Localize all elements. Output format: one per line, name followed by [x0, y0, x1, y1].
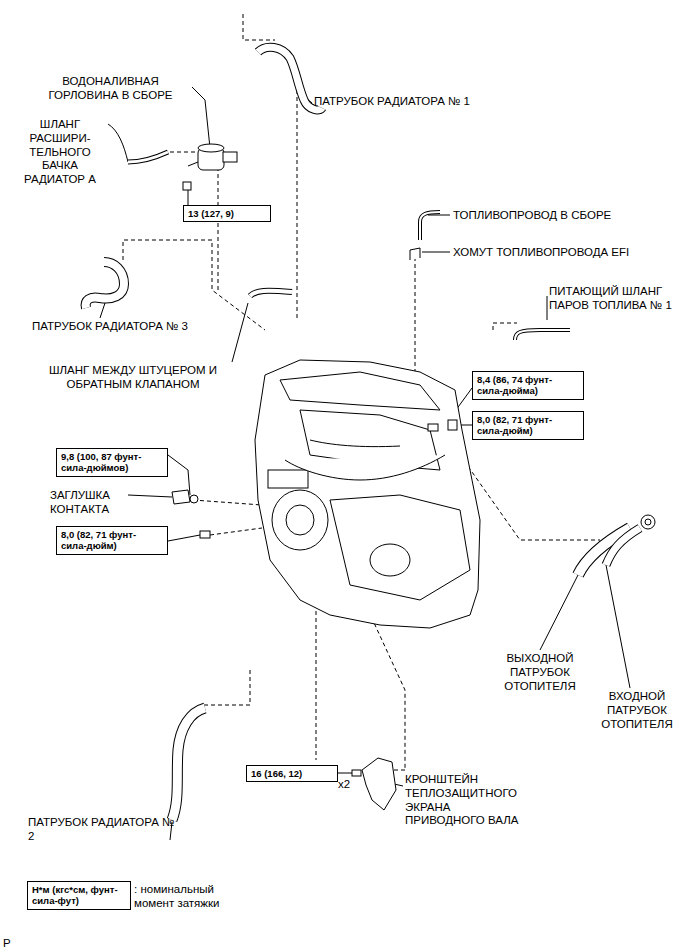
- torque-box: 8,0 (82, 71 фунт- сила-дюйм): [56, 526, 168, 555]
- part-name: ХОМУТ ТОПЛИВОПРОВОДА EFI: [453, 246, 629, 260]
- part-name: ПАТРУБОК РАДИАТОРА № 2: [28, 816, 178, 844]
- torque-value: Н*м (кгс*см, фунт-сила-фут): [32, 884, 126, 907]
- torque-box: 8,0 (82, 71 фунт- сила-дюйм): [472, 411, 584, 440]
- part-name: ВОДОНАЛИВНАЯ ГОРЛОВИНА В СБОРЕ: [38, 75, 183, 103]
- part-name: ПИТАЮЩИЙ ШЛАНГ ПАРОВ ТОПЛИВА № 1: [549, 285, 685, 313]
- part-name: ВХОДНОЙ ПАТРУБОК ОТОПИТЕЛЯ: [590, 690, 684, 731]
- legend-note: : номинальный момент затяжки: [134, 883, 239, 911]
- torque-value: 13 (127, 9): [188, 208, 266, 219]
- torque-box: 16 (166, 12): [246, 765, 338, 782]
- part-name: ШЛАНГ МЕЖДУ ШТУЦЕРОМ И ОБРАТНЫМ КЛАПАНОМ: [28, 364, 238, 392]
- torque-box: 9,8 (100, 87 фунт- сила-дюймов): [56, 448, 168, 477]
- part-name: ПАТРУБОК РАДИАТОРА № 3: [32, 320, 188, 334]
- legend-box: Н*м (кгс*см, фунт-сила-фут): [27, 881, 131, 910]
- page-mark: P: [3, 937, 11, 951]
- part-name: ШЛАНГ РАСШИРИ- ТЕЛЬНОГО БАЧКА РАДИАТОР А: [20, 118, 100, 187]
- torque-value: 8,0 (82, 71 фунт- сила-дюйм): [61, 529, 163, 552]
- torque-value: 8,4 (86, 74 фунт- сила-дюйма): [477, 374, 579, 397]
- torque-value: 9,8 (100, 87 фунт- сила-дюймов): [61, 451, 163, 474]
- quantity-mark: x2: [338, 778, 350, 792]
- torque-value: 8,0 (82, 71 фунт- сила-дюйм): [477, 414, 579, 437]
- part-name: ПАТРУБОК РАДИАТОРА № 1: [314, 95, 484, 109]
- torque-value: 16 (166, 12): [251, 768, 333, 779]
- torque-box: 8,4 (86, 74 фунт- сила-дюйма): [472, 371, 584, 400]
- part-name: КРОНШТЕЙН ТЕПЛОЗАЩИТНОГО ЭКРАНА ПРИВОДНО…: [405, 773, 529, 828]
- part-name: ВЫХОДНОЙ ПАТРУБОК ОТОПИТЕЛЯ: [498, 652, 582, 693]
- part-name: ЗАГЛУШКА КОНТАКТА: [50, 489, 130, 517]
- part-name: ТОПЛИВОПРОВОД В СБОРЕ: [453, 209, 611, 223]
- torque-box: 13 (127, 9): [183, 205, 271, 222]
